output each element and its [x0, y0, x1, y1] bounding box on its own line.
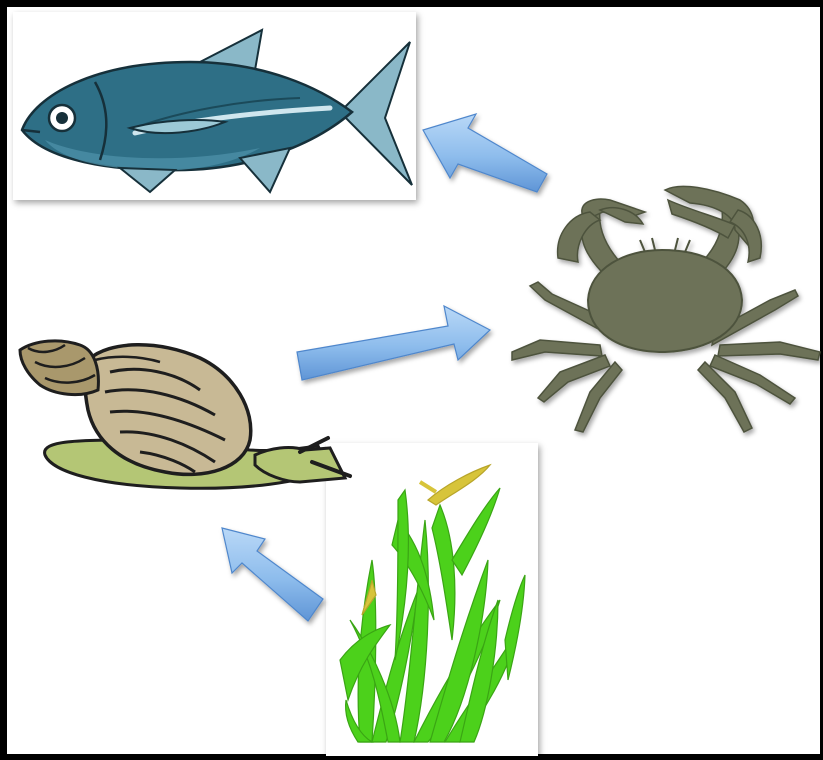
crab-icon: [512, 186, 820, 432]
arrow-crab-to-fish: [423, 114, 547, 192]
arrow-snail-to-crab: [297, 306, 490, 380]
arrow-seagrass-to-snail: [222, 528, 323, 621]
seagrass-icon: [340, 465, 525, 742]
fish-icon: [22, 30, 412, 192]
